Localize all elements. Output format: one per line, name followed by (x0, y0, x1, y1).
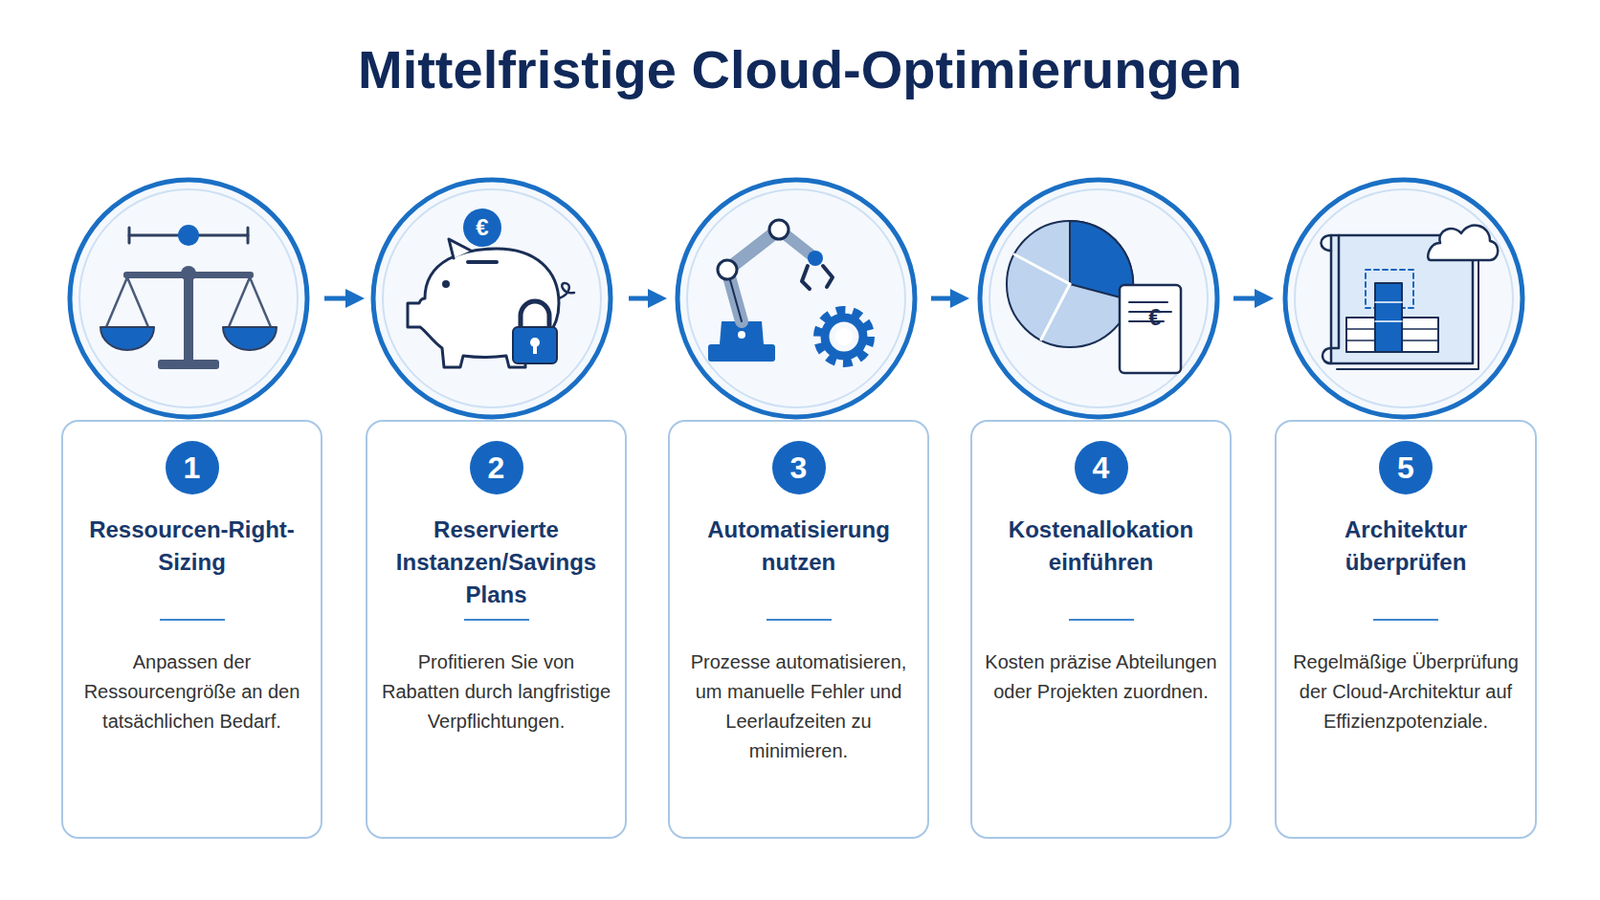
piggy-bank-icon (407, 208, 575, 368)
step-number: 2 (488, 450, 506, 487)
step-description: Profitieren Sie von Rabatten durch langf… (378, 647, 614, 737)
step-description: Regelmäßige Überprüfung der Cloud-Archit… (1288, 647, 1524, 737)
heading-divider (1373, 619, 1439, 622)
step-card: Ressourcen-Right-SizingAnpassen der Ress… (61, 420, 323, 840)
heading-divider (766, 619, 832, 622)
step-number-badge: 5 (1378, 441, 1433, 495)
step-heading: Automatisierung nutzen (681, 513, 916, 614)
step-heading: Kostenallokation einführen (983, 513, 1219, 614)
step-number: 1 (183, 450, 201, 487)
step-number-badge: 2 (469, 441, 524, 495)
step-number-badge: 1 (165, 441, 220, 495)
step-description: Anpassen der Ressourcengröße an den tats… (74, 647, 310, 737)
step-number: 4 (1092, 450, 1111, 487)
blueprint-icon (1321, 225, 1499, 370)
heading-divider (464, 619, 530, 622)
currency-symbol: € (475, 216, 489, 240)
scale-icon (100, 224, 277, 370)
step-description: Kosten präzise Abteilungen oder Projekte… (983, 647, 1219, 708)
step-heading: Ressourcen-Right-Sizing (74, 513, 310, 614)
heading-divider (159, 619, 225, 622)
step-number: 5 (1397, 450, 1415, 487)
diagram-title: Mittelfristige Cloud-Optimierungen (0, 38, 1600, 101)
step-number: 3 (790, 450, 808, 487)
pie-chart-icon (1006, 221, 1181, 374)
flow-arrow (324, 296, 356, 302)
flow-arrow (931, 296, 961, 302)
step-heading: Reservierte Instanzen/Savings Plans (378, 513, 614, 614)
step-number-badge: 3 (772, 441, 826, 495)
step-heading: Architektur überprüfen (1288, 513, 1524, 614)
robot-arm-icon (708, 220, 869, 362)
step-card: Architektur überprüfenRegelmäßige Überpr… (1274, 420, 1537, 840)
heading-divider (1068, 619, 1134, 622)
step-card: Automatisierung nutzenProzesse automatis… (667, 420, 930, 840)
flow-arrow (1233, 296, 1266, 302)
step-description: Prozesse automatisieren, um manuelle Feh… (681, 647, 916, 767)
step-card: Kostenallokation einführenKosten präzise… (970, 420, 1232, 840)
flow-arrow (628, 296, 659, 302)
currency-symbol: € (1148, 306, 1161, 330)
icon-circle (69, 179, 1523, 418)
step-number-badge: 4 (1074, 441, 1129, 495)
step-card: Reservierte Instanzen/Savings PlansProfi… (365, 420, 627, 840)
